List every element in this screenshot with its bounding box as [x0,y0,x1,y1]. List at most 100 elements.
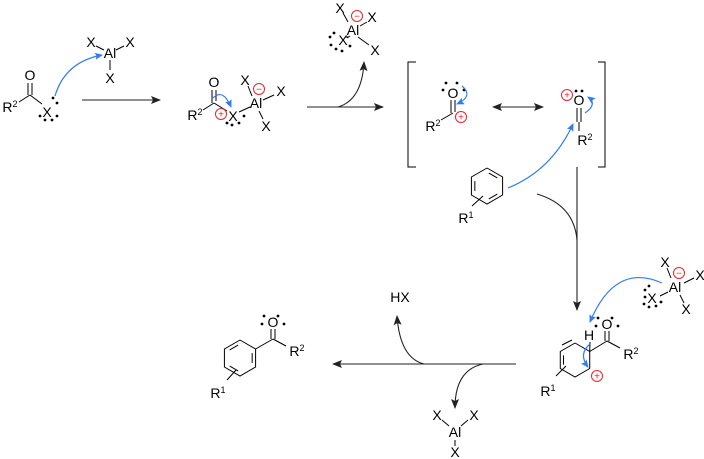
lone-pair-dot [276,314,280,318]
charge-sign: + [564,91,570,102]
bond [589,340,608,352]
atom-halogen: X [335,0,345,16]
atom-aluminum: Al [669,279,681,295]
bond [559,342,591,378]
lone-pair-dot [242,114,246,118]
r-index: 1 [551,383,556,393]
lone-pair-dot [237,121,241,125]
lone-pair-dot [332,31,336,35]
bond [272,338,287,347]
bond [262,94,275,101]
lone-pair-dot [38,114,42,118]
lone-pair-dot [647,284,651,288]
lone-pair-dot [348,44,352,48]
lone-pair-dot [262,314,266,318]
atom-halogen: X [240,72,250,88]
lone-pair-dot [659,300,663,304]
atom-halogen: X [695,267,704,283]
charge-sign: − [256,85,262,96]
atom-oxygen: O [574,92,585,108]
r-index: 1 [469,210,474,220]
atom-halogen: X [338,32,348,48]
atom-oxygen: O [209,74,220,90]
charge-sign: − [676,269,682,280]
atom-halogen: X [276,83,286,99]
positive-charge-icon: + [455,111,467,124]
arrow-rearomatize [580,343,591,368]
lone-pair-dot [647,305,651,309]
substituent-r2: R2 [623,346,638,362]
lone-pair-dot [643,288,647,292]
bond [258,110,264,120]
lone-pair-dot [596,316,600,320]
bond [407,61,416,168]
bond [441,419,450,427]
substituent-r1: R1 [210,385,225,401]
atom-oxygen: O [268,314,279,330]
r-index: 2 [198,107,203,117]
bond [202,102,215,111]
bond [229,365,239,372]
atom-aluminum: Al [449,424,461,440]
r-letter: R [425,118,435,134]
lone-pair-dot [642,302,646,306]
arrow-deprotonation [589,276,663,323]
atom-halogen: X [105,70,115,86]
r-index: 2 [588,132,593,142]
bond [247,85,253,97]
lone-pair-dot [282,322,286,326]
r-letter: R [210,385,220,401]
r-letter: R [540,383,550,399]
substituent-r2: R2 [577,132,592,148]
substituent-r1: R1 [540,383,555,399]
bond [666,267,672,279]
bond [683,277,695,284]
arrow-lone-pair [456,85,468,105]
r-index: 1 [221,385,226,395]
bond [488,193,498,200]
r-letter: R [187,107,197,123]
atom-halogen: X [367,9,377,25]
lone-pair-dot [444,81,448,85]
atom-oxygen: O [602,316,613,332]
bond [18,94,31,103]
reaction-arrow-3 [536,167,581,311]
substituent-r2: R2 [425,118,440,134]
substituent-r2: R2 [187,107,202,123]
bond [255,338,274,350]
bond [679,294,685,304]
lone-pair-dot [574,89,578,93]
r-letter: R [289,343,299,359]
r-letter: R [458,210,468,226]
r-letter: R [623,346,633,362]
r-index: 2 [436,118,441,128]
negative-charge-icon: − [673,267,685,280]
lone-pair-dot [616,324,620,328]
negative-charge-icon: − [351,10,363,23]
lone-pair-dot [260,322,264,326]
atom-hydrogen: H [584,327,594,343]
lone-pair-dot [455,81,459,85]
lone-pair-dot [643,295,647,299]
resonance-brackets [407,61,606,168]
bond [229,344,239,351]
byproduct-arrow [337,61,368,108]
bond [659,291,669,297]
atom-halogen: X [660,254,670,270]
atom-oxygen: O [25,67,36,83]
lone-pair-dot [594,324,598,328]
atom-aluminum: Al [347,22,359,38]
hx-release-arrow [393,315,425,365]
arrow-lone-pair [584,96,596,114]
lone-pair-dot [580,89,584,93]
lone-pair-dot [55,114,59,118]
lone-pair-dot [334,47,338,51]
atom-oxygen: O [448,85,459,101]
